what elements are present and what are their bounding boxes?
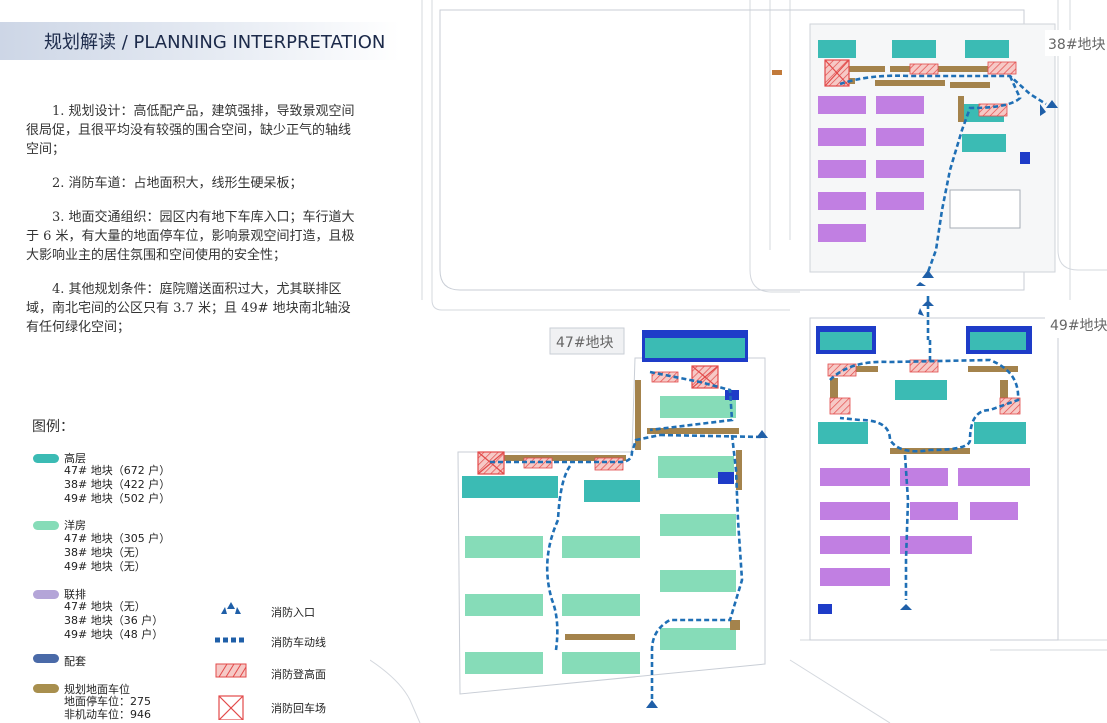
- legend-sub-highrise-3: 49# 地块（502 户）: [64, 492, 171, 505]
- legend-label-parking: 规划地面车位: [64, 683, 130, 696]
- small-marker: [772, 70, 782, 75]
- symbol-label-fire-lane: 消防车动线: [271, 636, 326, 649]
- plot-38-tag: [1045, 30, 1107, 56]
- legend-sub-parking-2: 非机动车位：946: [64, 708, 151, 721]
- symbol-label-fire-entrance: 消防入口: [271, 606, 315, 619]
- legend-swatch-facility: [33, 654, 59, 663]
- legend-label-townhouse: 联排: [64, 588, 86, 601]
- fire-lanes: [490, 74, 1047, 700]
- page-title: 规划解读 / PLANNING INTERPRETATION: [44, 32, 386, 53]
- fire-turnaround-icon: [218, 695, 244, 720]
- legend-sub-villa-2: 38# 地块（无）: [64, 546, 146, 559]
- plot-47-label: 47#地块: [556, 335, 614, 351]
- note-3: 3. 地面交通组织：园区内有地下车库入口；车行道大于 6 米，有大量的地面停车位…: [26, 210, 355, 263]
- planning-notes: 1. 规划设计：高低配产品，建筑强排，导致景观空间很局促，且很平均没有较强的围合…: [26, 102, 356, 352]
- legend-title: 图例：: [32, 419, 74, 435]
- legend-sub-highrise-2: 38# 地块（422 户）: [64, 478, 171, 491]
- legend-swatch-villa: [33, 521, 59, 530]
- legend-swatch-parking: [33, 684, 59, 693]
- plot-47-buildings: [462, 330, 748, 674]
- legend-swatch-townhouse: [33, 590, 59, 599]
- note-4: 4. 其他规划条件：庭院赠送面积过大，尤其联排区域，南北宅间的公区只有 3.7 …: [26, 282, 351, 335]
- note-1: 1. 规划设计：高低配产品，建筑强排，导致景观空间很局促，且很平均没有较强的围合…: [26, 104, 355, 157]
- legend-sub-parking-1: 地面停车位：275: [64, 695, 151, 708]
- plot-49-label: 49#地块: [1050, 318, 1107, 334]
- legend-sub-townhouse-2: 38# 地块（36 户）: [64, 614, 164, 627]
- facility-block-38: [949, 189, 1021, 229]
- plot-38-label: 38#地块: [1048, 37, 1106, 53]
- legend-sub-villa-1: 47# 地块（305 户）: [64, 532, 171, 545]
- legend-label-highrise: 高层: [64, 452, 86, 465]
- symbol-legend-icons: [215, 602, 247, 720]
- fire-entrance-markers: [646, 100, 1058, 708]
- legend-label-facility: 配套: [64, 655, 86, 668]
- plot-49-buildings: [816, 326, 1032, 614]
- site-plan: 38#地块 47#地块 49#地块: [370, 0, 1107, 723]
- legend-swatch-highrise: [33, 454, 59, 463]
- symbol-label-fire-turnaround: 消防回车场: [271, 702, 326, 715]
- legend-sub-townhouse-3: 49# 地块（48 户）: [64, 628, 164, 641]
- fire-climbing-area-icon: [215, 663, 247, 678]
- legend-sub-townhouse-1: 47# 地块（无）: [64, 600, 146, 613]
- plot-49-tag: [1045, 312, 1107, 338]
- header-bar: [0, 22, 400, 60]
- plot-38-outline: [439, 9, 1025, 291]
- legend-label-villa: 洋房: [64, 519, 86, 532]
- symbol-label-fire-climbing: 消防登高面: [271, 668, 326, 681]
- plot-47-tag: [549, 327, 625, 355]
- legend-sub-villa-3: 49# 地块（无）: [64, 560, 146, 573]
- legend-sub-highrise-1: 47# 地块（672 户）: [64, 464, 171, 477]
- fire-entrance-icon: [221, 602, 241, 614]
- note-2: 2. 消防车道：占地面积大，线形生硬呆板；: [52, 176, 303, 191]
